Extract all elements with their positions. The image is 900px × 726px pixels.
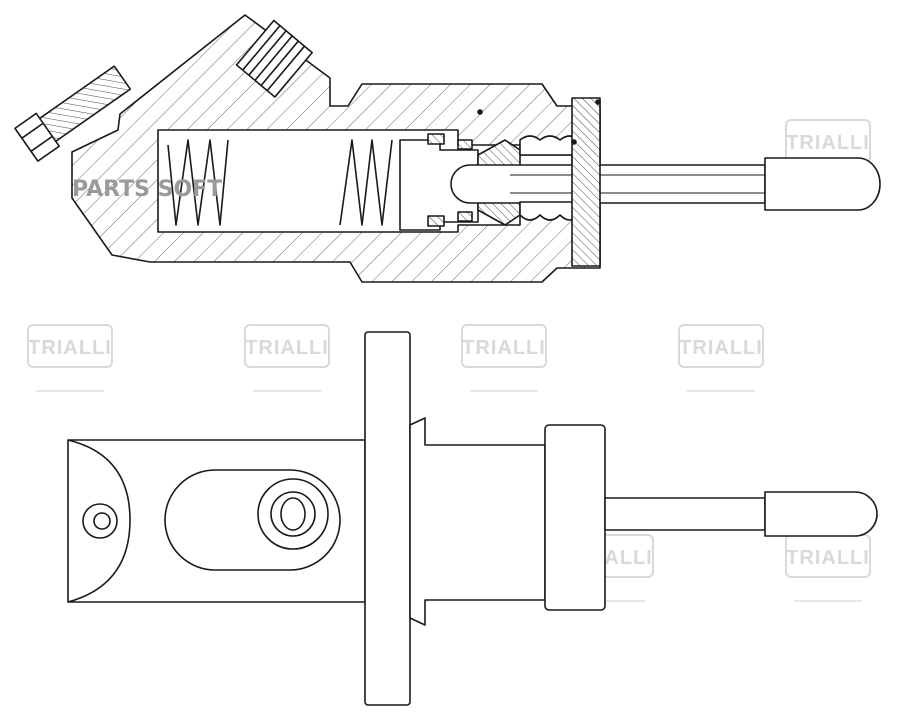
rubber-boot-lower xyxy=(519,201,579,221)
return-spring xyxy=(167,139,229,226)
watermark-brand-text: TRIALLI xyxy=(786,547,870,569)
return-spring-2 xyxy=(339,139,393,226)
mounting-flange xyxy=(364,331,411,706)
bleed-port-inner xyxy=(93,512,111,530)
exterior-view xyxy=(67,331,878,706)
neck-section xyxy=(409,417,546,626)
push-rod xyxy=(450,164,766,204)
push-rod-exterior xyxy=(604,497,766,531)
piston-seal-lower-2 xyxy=(457,211,473,222)
rubber-boot-upper xyxy=(519,135,579,156)
watermark-brand-text: TRIALLI xyxy=(679,337,763,359)
barrel-curve xyxy=(67,439,131,603)
watermark-logo: TRIALLI xyxy=(785,534,871,602)
push-rod-end-cap xyxy=(764,157,881,211)
piston-seal-lower xyxy=(427,215,445,227)
watermark-brand-text: TRIALLI xyxy=(28,337,112,359)
outlet-port-hole xyxy=(280,497,306,531)
watermark-logo: TRIALLI xyxy=(678,324,764,392)
end-cap xyxy=(544,424,606,611)
watermark-logo: TRIALLI xyxy=(244,324,330,392)
watermark-brand-text: TRIALLI xyxy=(245,337,329,359)
cross-section-view xyxy=(14,14,881,283)
piston-seal-upper xyxy=(427,133,445,145)
piston-seal-upper-2 xyxy=(457,139,473,150)
push-rod-tip xyxy=(764,491,878,537)
watermark-logo: TRIALLI xyxy=(461,324,547,392)
watermark-brand-text: TRIALLI xyxy=(786,132,870,154)
inlet-port-fitting xyxy=(14,65,132,162)
reservoir-connector xyxy=(235,19,313,98)
watermark-brand-text: TRIALLI xyxy=(462,337,546,359)
overlay-label: PARTS SOFT xyxy=(72,177,222,202)
retaining-ring xyxy=(571,97,601,267)
watermark-logo: TRIALLI xyxy=(27,324,113,392)
